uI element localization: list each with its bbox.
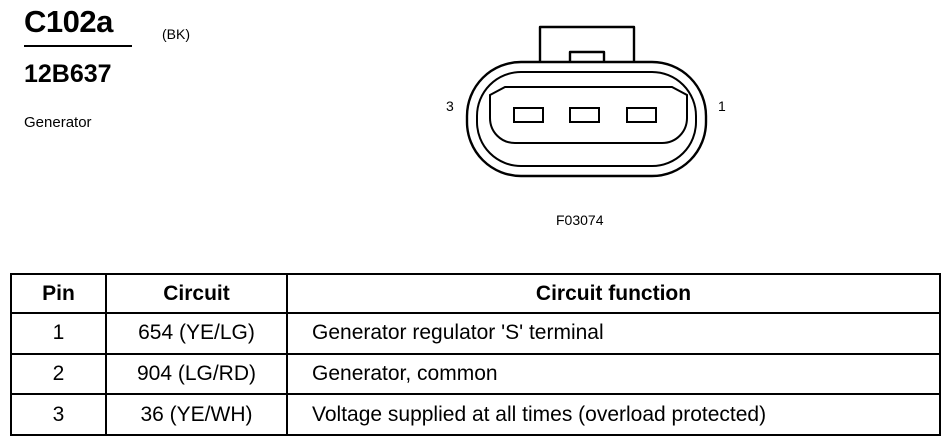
- figure-code: F03074: [556, 212, 604, 228]
- function-cell: Generator, common: [286, 352, 941, 396]
- table-header-row: Pin Circuit Circuit function: [10, 273, 941, 314]
- function-cell: Generator regulator 'S' terminal: [286, 312, 941, 355]
- pin-cell: 3: [10, 393, 107, 436]
- column-header-pin: Pin: [10, 273, 107, 314]
- pin-label-left: 3: [446, 98, 454, 114]
- terminal-cavity: [489, 86, 688, 144]
- table-row: 1 654 (YE/LG) Generator regulator 'S' te…: [10, 312, 941, 355]
- connector-housing-inner: [476, 71, 697, 167]
- pin-cell: 2: [10, 352, 107, 396]
- connector-id: C102a: [24, 4, 113, 39]
- part-number: 12B637: [24, 60, 112, 88]
- pin-cell: 1: [10, 312, 107, 355]
- connector-color: (BK): [162, 26, 190, 42]
- circuit-cell: 904 (LG/RD): [105, 352, 288, 396]
- table-row: 2 904 (LG/RD) Generator, common: [10, 352, 941, 396]
- table-row: 3 36 (YE/WH) Voltage supplied at all tim…: [10, 393, 941, 436]
- terminal-pin-3: [513, 107, 544, 123]
- terminal-pin-2: [569, 107, 600, 123]
- pinout-table: Pin Circuit Circuit function 1 654 (YE/L…: [10, 273, 941, 436]
- column-header-circuit: Circuit: [105, 273, 288, 314]
- pin-label-right: 1: [718, 98, 726, 114]
- circuit-cell: 654 (YE/LG): [105, 312, 288, 355]
- connector-face-diagram: [465, 25, 708, 178]
- function-cell: Voltage supplied at all times (overload …: [286, 393, 941, 436]
- circuit-cell: 36 (YE/WH): [105, 393, 288, 436]
- terminal-pin-1: [626, 107, 657, 123]
- column-header-function: Circuit function: [286, 273, 941, 314]
- component-name: Generator: [24, 114, 92, 131]
- connector-id-underline: [24, 45, 132, 47]
